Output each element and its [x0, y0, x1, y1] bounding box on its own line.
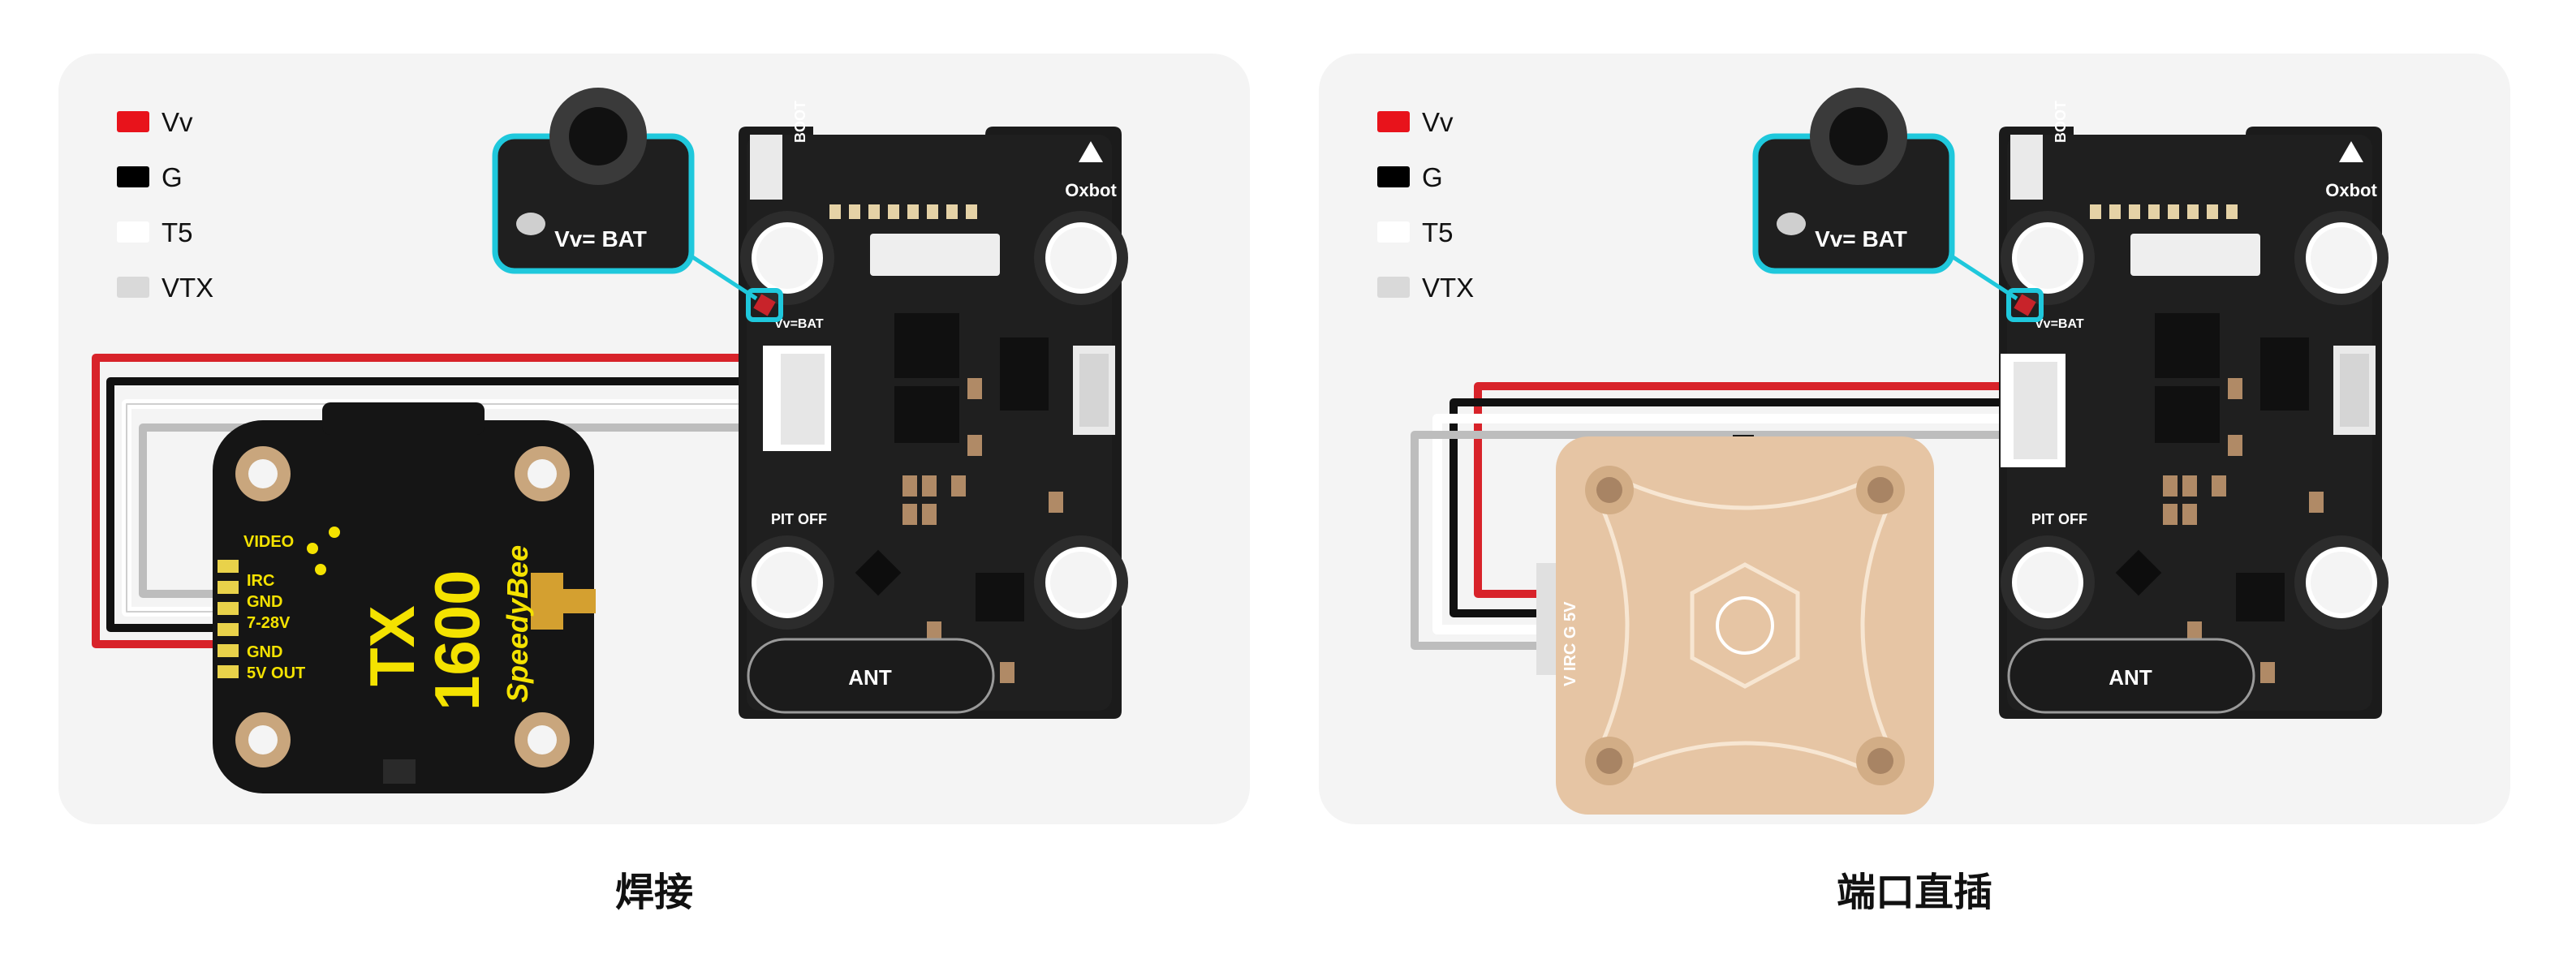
vtx-connector-label: V IRC G 5V	[1562, 601, 1579, 686]
antenna-connector	[2007, 638, 2255, 714]
antenna-connector	[747, 638, 995, 714]
vtx-pin-label: IRC	[247, 572, 274, 590]
vtx-pin-label: GND	[247, 593, 282, 611]
pad-label: Vv=BAT	[2035, 317, 2084, 331]
legend-swatch-g	[1377, 166, 1410, 187]
wire-vtx	[1411, 431, 2001, 650]
chip	[855, 549, 902, 596]
pit-off-label: PIT OFF	[2031, 511, 2087, 527]
flight-controller-board: BOOT Oxbot	[1999, 101, 2389, 719]
flight-controller-board: BOOT Oxbot	[739, 101, 1128, 719]
header-pins	[829, 204, 977, 219]
wire-vv	[92, 354, 763, 648]
wire-t5	[1432, 414, 2001, 634]
bee-logo-icon	[1716, 596, 1774, 655]
legend-label-vv: Vv	[1422, 107, 1454, 137]
zoom-label: Vv= BAT	[1815, 226, 1907, 251]
legend-label-vtx: VTX	[162, 273, 214, 303]
vtx-pin-label: VIDEO	[243, 533, 294, 551]
chip	[2115, 549, 2162, 596]
wire-bundle	[1411, 382, 2001, 650]
wire-g	[1450, 398, 2001, 617]
chip	[2236, 573, 2285, 621]
solder-blob-icon	[1777, 213, 1806, 235]
zoom-label: Vv= BAT	[554, 226, 647, 251]
plug-in-wiring-illustration: V IRC G 5V BOOT Oxbot	[1411, 88, 2389, 815]
vtx-pin-label: GND	[247, 643, 282, 661]
vv-pad-highlight	[2006, 288, 2044, 322]
vv-pad-zoom-callout: Vv= BAT	[492, 88, 758, 301]
wire-g	[106, 377, 763, 632]
legend-label-t5: T5	[162, 217, 193, 247]
legend-swatch-vv	[117, 111, 149, 132]
boot-label: BOOT	[2053, 101, 2069, 143]
vtx-module-speedybee: VIDEO IRC GND 7-28V GND 5V OUT TX 1600 S…	[213, 402, 596, 793]
caption-plug-in: 端口直插	[1836, 871, 1992, 914]
vv-solder-pad	[2014, 294, 2036, 316]
legend-swatch-vtx	[1377, 277, 1410, 298]
legend-label-vtx: VTX	[1422, 273, 1475, 303]
legend-swatch-t5	[1377, 221, 1410, 243]
vtx-pin-label: 5V OUT	[247, 664, 305, 682]
legend-label-t5: T5	[1422, 217, 1454, 247]
caption-soldering: 焊接	[614, 871, 693, 914]
boot-button	[2010, 135, 2043, 200]
chip	[894, 313, 959, 378]
chip	[1000, 337, 1049, 411]
legend-label-g: G	[162, 162, 183, 192]
wire-vv	[1474, 382, 2001, 598]
vtx-model-tx: TX	[356, 605, 428, 686]
solder-blob-icon	[516, 213, 545, 235]
pad-label: Vv=BAT	[774, 317, 824, 331]
antenna-pad	[531, 573, 563, 630]
vv-solder-pad	[753, 294, 776, 316]
chip	[894, 386, 959, 443]
triangle-logo-icon	[1079, 141, 1103, 162]
vtx-pin-label: 7-28V	[247, 614, 291, 632]
fpc-connector	[870, 234, 1000, 276]
legend-swatch-g	[117, 166, 149, 187]
chip	[2155, 313, 2220, 378]
vtx-board	[213, 420, 594, 793]
vtx-brand-logo: SpeedyBee	[501, 545, 534, 703]
brand-label: Oxbot	[2325, 180, 2377, 200]
ant-label: ANT	[2109, 665, 2152, 690]
legend-label-g: G	[1422, 162, 1443, 192]
soldering-diagram-panel: Vv G T5 VTX	[58, 54, 1250, 824]
ant-label: ANT	[848, 665, 892, 690]
vtx-model-number: 1600	[421, 570, 493, 711]
legend-swatch-vtx	[117, 277, 149, 298]
vtx-solder-pads	[218, 560, 239, 678]
chip	[2155, 386, 2220, 443]
legend-swatch-vv	[1377, 111, 1410, 132]
chip	[976, 573, 1024, 621]
vv-pad-zoom-callout: Vv= BAT	[1752, 88, 2018, 301]
vtx-plug-connector	[1536, 563, 1559, 675]
legend-swatch-t5	[117, 221, 149, 243]
vv-pad-highlight	[746, 288, 783, 322]
vtx-module-gold: V IRC G 5V	[1536, 435, 1934, 815]
triangle-logo-icon	[2339, 141, 2363, 162]
soldering-wiring-illustration: VIDEO IRC GND 7-28V GND 5V OUT TX 1600 S…	[92, 88, 1128, 793]
fpc-connector	[2130, 234, 2260, 276]
header-pins	[2090, 204, 2238, 219]
pit-off-label: PIT OFF	[771, 511, 827, 527]
port-label: R5/VTX	[762, 404, 776, 449]
brand-label: Oxbot	[1065, 180, 1117, 200]
vtx-gold-case	[1556, 436, 1934, 815]
legend-label-vv: Vv	[162, 107, 193, 137]
plug-in-diagram-panel: Vv G T5 VTX	[1319, 54, 2510, 824]
chip	[2260, 337, 2309, 411]
boot-label: BOOT	[792, 101, 808, 143]
boot-button	[750, 135, 782, 200]
